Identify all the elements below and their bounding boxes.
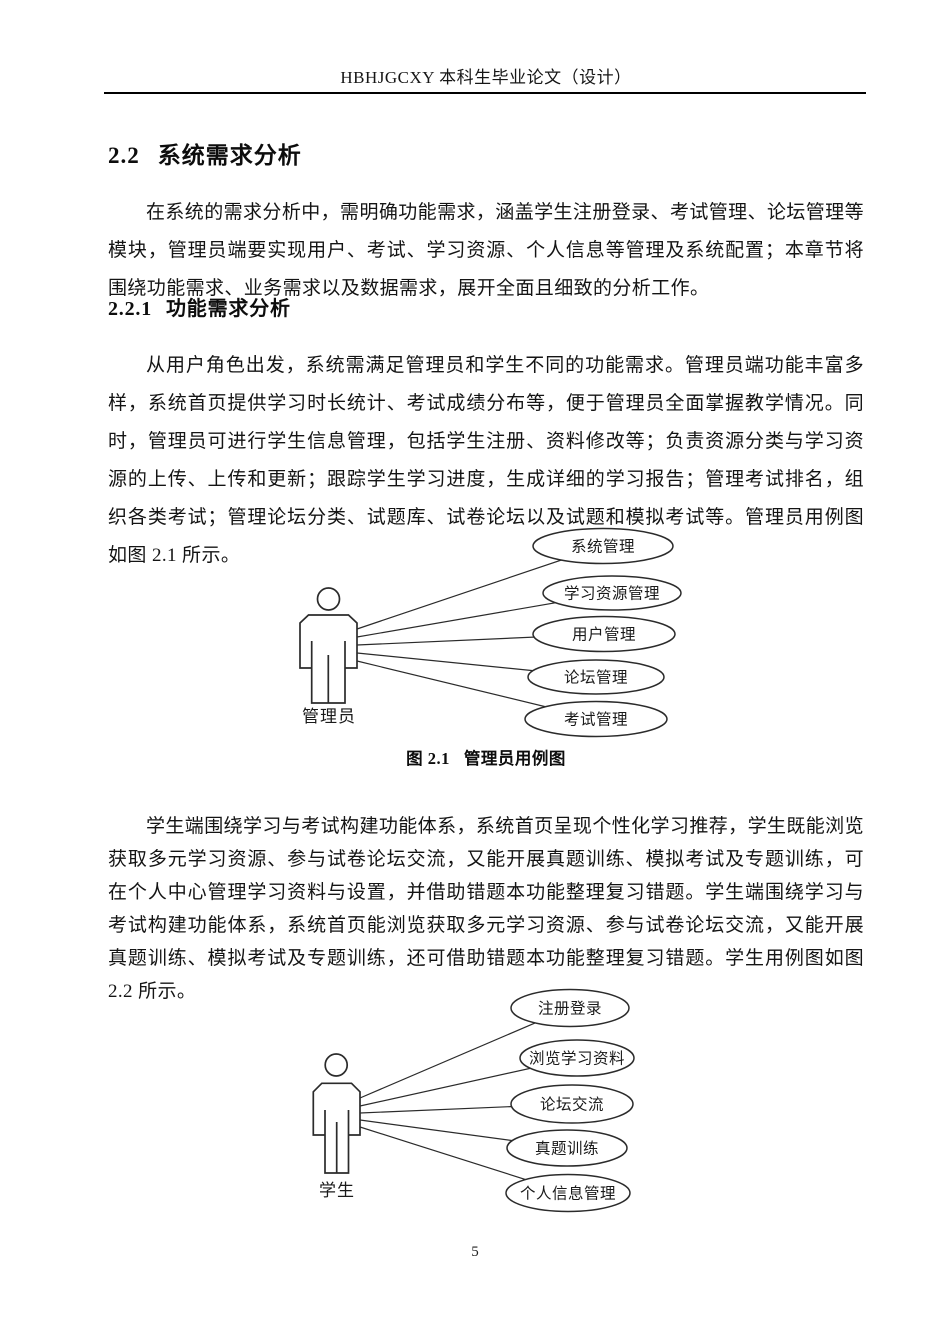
- subsection-number: 2.2.1: [108, 298, 152, 320]
- page-number: 5: [471, 1244, 479, 1260]
- actor-body: [299, 614, 358, 704]
- student-actor-icon: [312, 1053, 361, 1174]
- use-case-label: 学习资源管理: [564, 585, 660, 603]
- use-case-ellipse: [532, 615, 676, 653]
- use-case-label: 个人信息管理: [520, 1185, 616, 1203]
- subsection-heading: 2.2.1 功能需求分析: [108, 292, 291, 321]
- actor-label: 管理员: [302, 707, 356, 726]
- header-rule: [104, 92, 866, 94]
- use-case-ellipse: [519, 1039, 635, 1077]
- use-case-ellipse: [506, 1129, 628, 1167]
- actor-head: [324, 1053, 349, 1077]
- figure-caption-number: 图 2.1: [406, 749, 450, 768]
- section-number: 2.2: [108, 143, 140, 168]
- admin-actor-icon: [299, 587, 358, 704]
- use-case-label: 考试管理: [564, 711, 628, 729]
- section-title: 系统需求分析: [157, 142, 302, 168]
- use-case-ellipse: [542, 575, 682, 611]
- use-case-ellipse: [510, 988, 630, 1028]
- subsection-title: 功能需求分析: [166, 298, 291, 320]
- use-case-label: 浏览学习资料: [529, 1050, 625, 1068]
- use-case-ellipse: [532, 527, 674, 565]
- paragraph-requirements-overview: 在系统的需求分析中，需明确功能需求，涵盖学生注册登录、考试管理、论坛管理等模块，…: [108, 202, 864, 299]
- use-case-ellipse: [527, 659, 665, 695]
- use-case-label: 真题训练: [535, 1140, 599, 1158]
- page-header: HBHJGCXY 本科生毕业论文（设计）: [340, 68, 632, 87]
- admin-use-case-diagram: 系统管理 学习资源管理 用户管理 论坛管理 考试管理 管理员: [299, 527, 682, 738]
- student-use-case-diagram: 注册登录 浏览学习资料 论坛交流 真题训练 个人信息管理 学生: [312, 988, 635, 1213]
- actor-body: [312, 1082, 361, 1174]
- actor-head: [316, 587, 341, 611]
- use-case-ellipse: [510, 1084, 634, 1124]
- actor-label: 学生: [319, 1181, 355, 1200]
- use-case-label: 系统管理: [571, 538, 635, 556]
- use-case-label: 论坛管理: [564, 669, 628, 687]
- figure-caption: 图 2.1 管理员用例图: [108, 745, 864, 769]
- figure-caption-text: 管理员用例图: [463, 750, 566, 768]
- use-case-label: 用户管理: [572, 626, 636, 644]
- section-heading: 2.2 系统需求分析: [108, 136, 302, 170]
- use-case-label: 注册登录: [538, 1000, 602, 1018]
- use-case-ellipse: [505, 1173, 631, 1213]
- student-use-cases: 注册登录 浏览学习资料 论坛交流 真题训练 个人信息管理: [505, 988, 635, 1213]
- admin-use-cases: 系统管理 学习资源管理 用户管理 论坛管理 考试管理: [524, 527, 682, 738]
- paragraph-admin-functions: 从用户角色出发，系统需满足管理员和学生不同的功能需求。管理员端功能丰富多样，系统…: [108, 355, 864, 566]
- paragraph-student-functions: 学生端围绕学习与考试构建功能体系，系统首页呈现个性化学习推荐，学生既能浏览获取多…: [108, 816, 864, 1002]
- use-case-label: 论坛交流: [540, 1096, 604, 1114]
- use-case-ellipse: [524, 700, 668, 738]
